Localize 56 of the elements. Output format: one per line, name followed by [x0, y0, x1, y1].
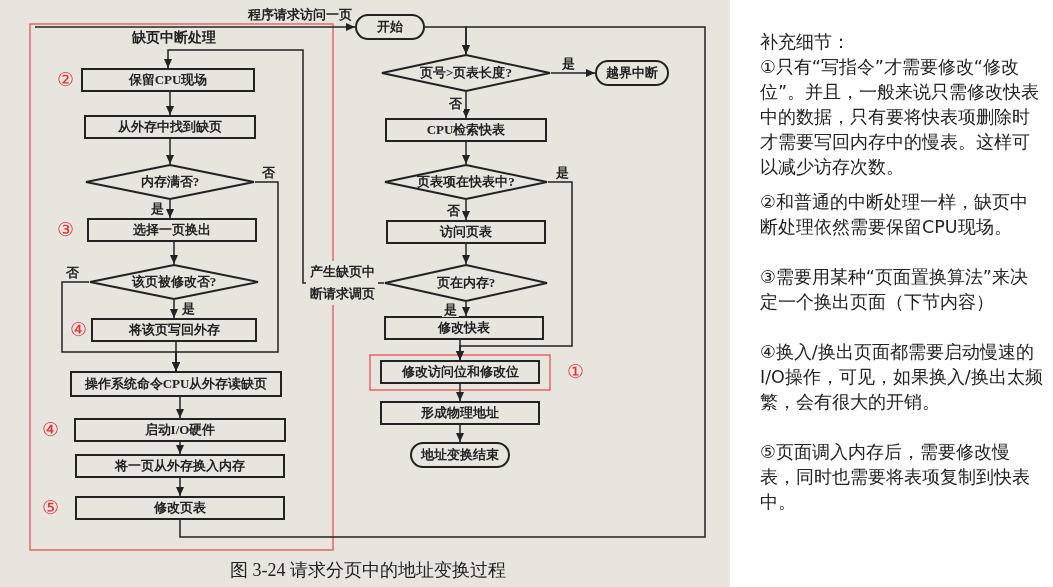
arrow [176, 396, 184, 419]
arrow [179, 26, 706, 538]
arrow [34, 23, 356, 31]
process-box: CPU检索快表 [385, 118, 547, 142]
process-box: 修改访问位和修改位 [380, 360, 540, 384]
decision-diamond: 该页被修改否? [89, 264, 259, 300]
callout-number: ① [566, 362, 584, 382]
decision-diamond: 内存满否? [85, 164, 255, 200]
decision-diamond: 页表项在快表中? [384, 164, 548, 200]
arrow [166, 138, 174, 165]
arrow [176, 441, 184, 455]
callout-number: ⑤ [41, 498, 59, 518]
process-box: 修改快表 [384, 316, 544, 340]
arrow [456, 424, 464, 443]
process-box: 访问页表 [386, 220, 546, 244]
callout-number: ④ [69, 320, 87, 340]
arrow [462, 91, 470, 119]
callout-number: ④ [41, 420, 59, 440]
process-box: 保留CPU现场 [81, 68, 255, 92]
arrow [462, 243, 470, 265]
process-box: 将一页从外存换入内存 [75, 454, 285, 478]
process-box: 形成物理地址 [380, 401, 540, 425]
note-text: ③需要用某种“页面置换算法”来决定一个换出页面（下节内容） [760, 266, 1029, 314]
arrow [172, 341, 180, 372]
arrow [462, 301, 470, 317]
callout-number: ② [56, 70, 74, 90]
terminal-box: 地址变换结束 [410, 442, 510, 468]
decision-diamond: 页号>页表长度? [381, 54, 551, 92]
note-text: ④换入/换出页面都需要启动慢速的I/O操作，可见，如果换入/换出太频繁，会有很大的开销。 [760, 341, 1044, 414]
decision-diamond: 页在内存? [384, 264, 548, 302]
note-text: ②和普通的中断处理一样，缺页中断处理依然需要保留CPU现场。 [760, 191, 1029, 239]
terminal-box: 越界中断 [595, 60, 669, 86]
arrow [456, 383, 464, 402]
arrow [462, 199, 470, 221]
terminal-box: 开始 [355, 14, 425, 40]
arrow [462, 141, 470, 165]
process-box: 修改页表 [75, 496, 285, 520]
arrow [550, 69, 596, 77]
callout-number: ③ [56, 220, 74, 240]
process-box: 启动I/O硬件 [74, 418, 286, 442]
edge-label: 产生缺页中断请求调页 [306, 261, 378, 305]
process-box: 选择一页换出 [87, 218, 257, 242]
arrow [456, 339, 464, 361]
arrow [176, 477, 184, 497]
note-text: ①只有“写指令”才需要修改“修改位”。并且，一般来说只需修改快表中的数据，只有要将快表项删除时才需要写回内存中的慢表。这样可以减少访存次数。 [760, 56, 1041, 179]
notes-heading: 补充细节： [760, 31, 851, 54]
process-box: 从外存中找到缺页 [84, 115, 256, 139]
arrow [166, 91, 174, 116]
arrow [166, 199, 174, 219]
figure-caption: 图 3-24 请求分页中的地址变换过程 [230, 559, 506, 582]
arrow [170, 241, 178, 265]
arrow [170, 299, 178, 319]
note-text: ⑤页面调入内存后，需要修改慢表，同时也需要将表项复制到快表中。 [760, 441, 1031, 514]
process-box: 将该页写回外存 [91, 318, 257, 342]
section-heading: 缺页中断处理 [130, 30, 218, 45]
process-box: 操作系统命令CPU从外存读缺页 [70, 371, 282, 397]
